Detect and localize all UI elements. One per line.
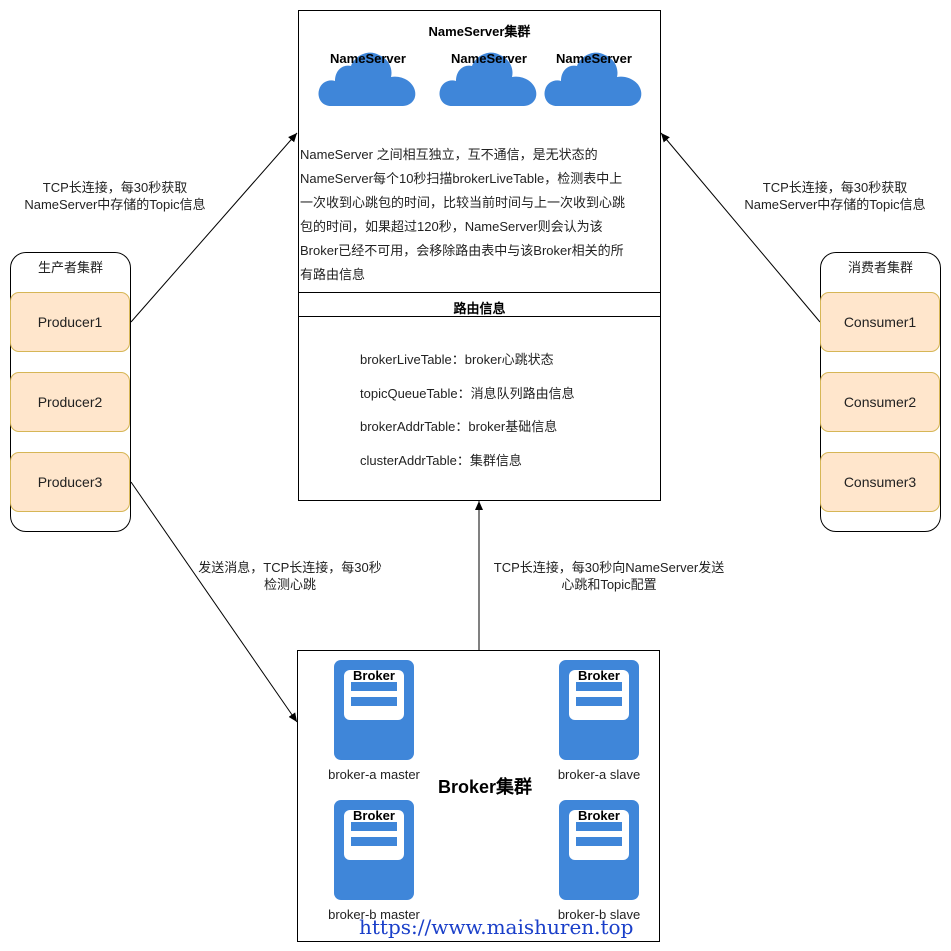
producer-1-node[interactable]: Producer1 xyxy=(10,292,130,352)
broker-b-slave-name: broker-b slave xyxy=(557,907,641,922)
watermark-link[interactable]: https://www.maishuren.top xyxy=(359,915,634,939)
edge-label-consumer-nameserver: TCP长连接，每30秒获取 NameServer中存储的Topic信息 xyxy=(720,179,950,213)
routing-info-title: 路由信息 xyxy=(453,301,506,316)
edge-label-line: TCP长连接，每30秒获取 xyxy=(42,180,188,195)
edge-label-line: 发送消息，TCP长连接，每30秒 xyxy=(198,560,382,575)
nameserver-2-label: NameServer xyxy=(451,51,527,66)
edge-label-line: 心跳和Topic配置 xyxy=(561,577,657,592)
producer-group-title: 生产者集群 xyxy=(37,260,103,275)
edge-producer3-to-broker xyxy=(130,481,298,723)
description-line: 一次收到心跳包的时间，比较当前时间与上一次收到心跳 xyxy=(300,195,626,210)
consumer-2-node[interactable]: Consumer2 xyxy=(820,372,940,432)
broker-cluster-title: Broker集群 xyxy=(437,777,533,797)
edge-label-line: TCP长连接，每30秒获取 xyxy=(762,180,908,195)
edge-consumer1-to-nameserver xyxy=(660,132,821,323)
routing-divider-bottom xyxy=(299,316,660,317)
routing-item-broker-live: brokerLiveTable：broker心跳状态 xyxy=(360,352,554,367)
broker-icon-label: Broker xyxy=(578,668,620,683)
nameserver-3-label: NameServer xyxy=(556,51,632,66)
edge-producer1-to-nameserver xyxy=(130,132,298,323)
routing-item-broker-addr: brokerAddrTable：broker基础信息 xyxy=(360,419,558,434)
routing-item-cluster-addr: clusterAddrTable：集群信息 xyxy=(360,453,522,468)
consumer-3-node[interactable]: Consumer3 xyxy=(820,452,940,512)
broker-b-slave-icon xyxy=(559,800,639,900)
broker-a-master-name: broker-a master xyxy=(328,767,420,782)
broker-icon-label: Broker xyxy=(353,668,395,683)
broker-b-master-icon xyxy=(334,800,414,900)
nameserver-cloud-icon xyxy=(439,52,537,106)
edge-label-line: NameServer中存储的Topic信息 xyxy=(24,197,206,212)
edge-label-line: NameServer中存储的Topic信息 xyxy=(744,197,926,212)
description-line: 包的时间，如果超过120秒，NameServer则会认为该 xyxy=(300,219,603,234)
nameserver-description: NameServer 之间相互独立，互不通信，是无状态的 NameServer每… xyxy=(300,143,658,287)
nameserver-cluster-title: NameServer集群 xyxy=(428,24,531,39)
description-line: NameServer 之间相互独立，互不通信，是无状态的 xyxy=(300,147,598,162)
nameserver-cloud-icon xyxy=(318,52,416,106)
consumer-1-node[interactable]: Consumer1 xyxy=(820,292,940,352)
broker-a-slave-icon xyxy=(559,660,639,760)
edge-label-line: TCP长连接，每30秒向NameServer发送 xyxy=(493,560,725,575)
edge-label-producer-broker: 发送消息，TCP长连接，每30秒 检测心跳 xyxy=(180,559,400,593)
broker-icon-label: Broker xyxy=(578,808,620,823)
broker-icon-label: Broker xyxy=(353,808,395,823)
edge-label-broker-nameserver: TCP长连接，每30秒向NameServer发送 心跳和Topic配置 xyxy=(474,559,744,593)
description-line: 有路由信息 xyxy=(300,267,366,282)
consumer-group-title: 消费者集群 xyxy=(847,260,913,275)
nameserver-cloud-icon xyxy=(544,52,642,106)
producer-2-node[interactable]: Producer2 xyxy=(10,372,130,432)
description-line: Broker已经不可用，会移除路由表中与该Broker相关的所 xyxy=(300,243,624,258)
description-line: NameServer每个10秒扫描brokerLiveTable，检测表中上 xyxy=(300,171,623,186)
routing-divider-top xyxy=(299,292,660,293)
producer-3-node[interactable]: Producer3 xyxy=(10,452,130,512)
edge-label-producer-nameserver: TCP长连接，每30秒获取 NameServer中存储的Topic信息 xyxy=(0,179,230,213)
broker-b-master-name: broker-b master xyxy=(328,907,420,922)
nameserver-1-label: NameServer xyxy=(330,51,406,66)
broker-a-master-icon xyxy=(334,660,414,760)
broker-a-slave-name: broker-a slave xyxy=(557,767,641,782)
routing-item-topic-queue: topicQueueTable：消息队列路由信息 xyxy=(360,386,575,401)
edge-label-line: 检测心跳 xyxy=(263,577,316,592)
